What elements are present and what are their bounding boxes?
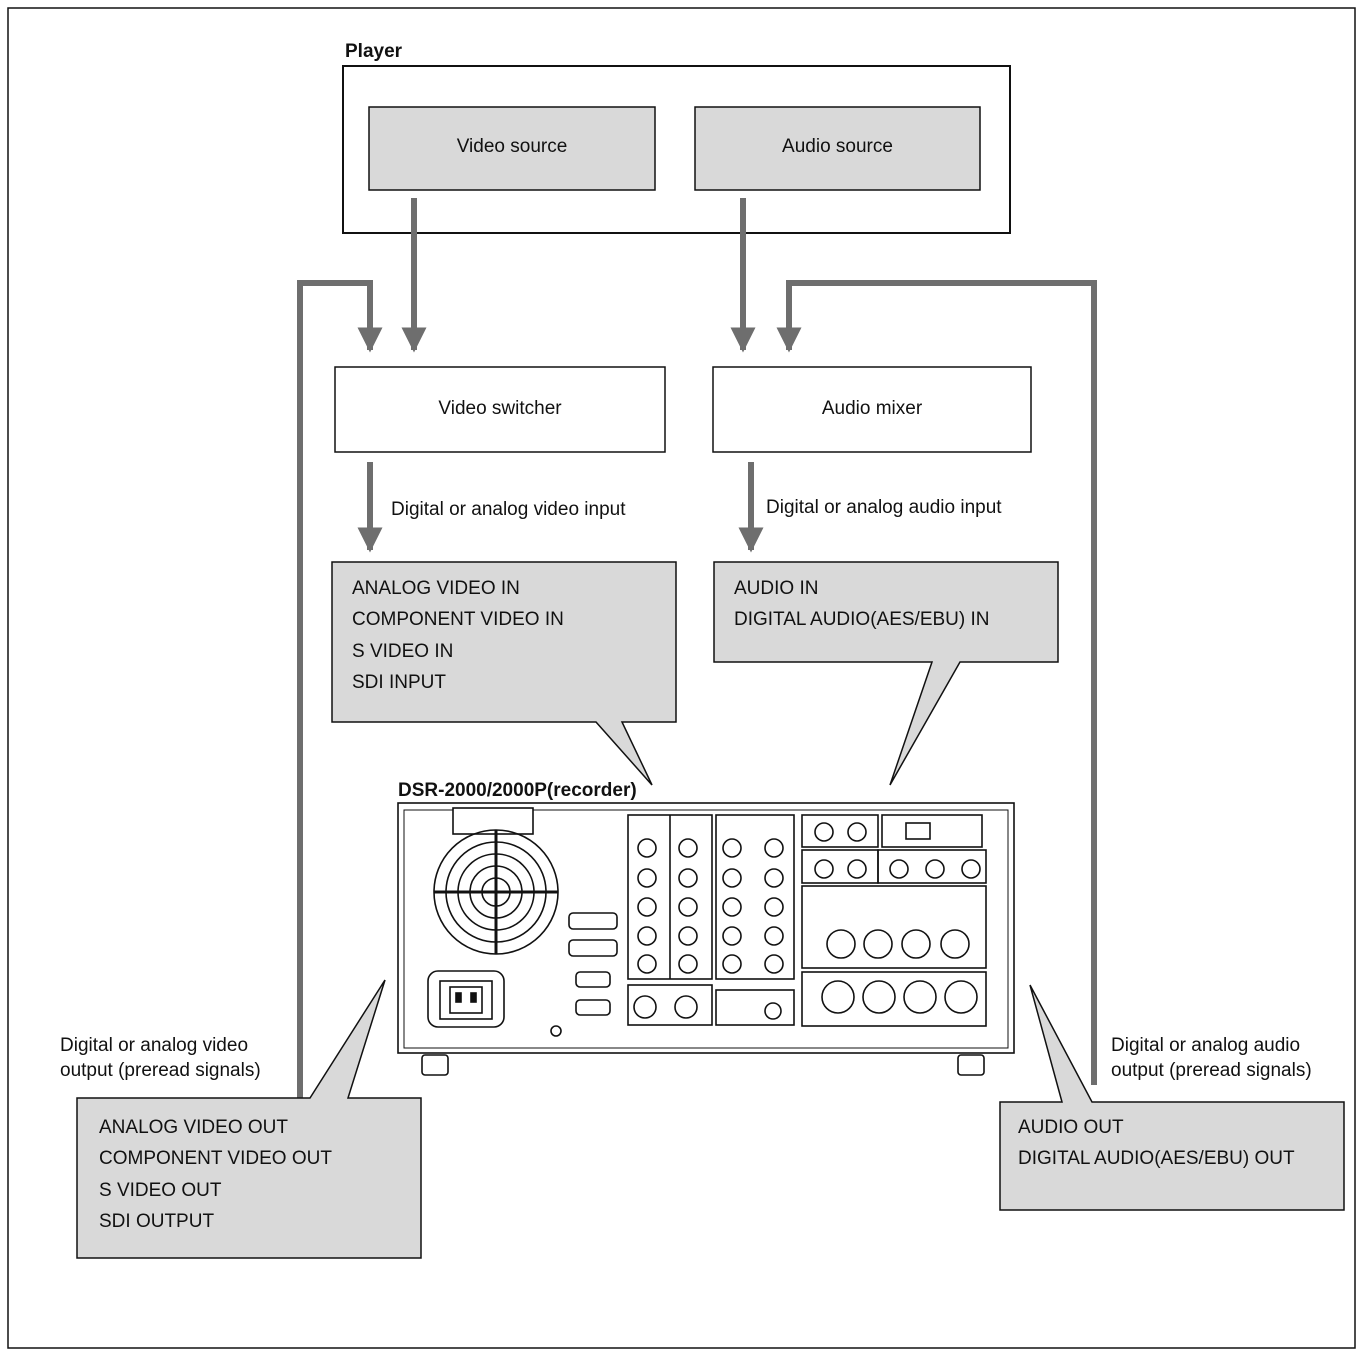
audio-out-callout-box (999, 984, 1345, 1211)
audio-input-label: Digital or analog audio input (766, 497, 1002, 518)
callout-line: S VIDEO IN (352, 640, 454, 662)
callout-line: COMPONENT VIDEO IN (352, 609, 564, 631)
recorder-rear-panel (397, 802, 1015, 1076)
callout-line: SDI INPUT (352, 672, 446, 694)
video-source-box (368, 106, 656, 191)
callout-line: DIGITAL AUDIO(AES/EBU) IN (734, 609, 990, 631)
video-feedback-arrow (297, 280, 383, 1105)
video-out-callout: ANALOG VIDEO OUT COMPONENT VIDEO OUT S V… (99, 1112, 332, 1237)
audio-feedback-arrow (776, 280, 1097, 1085)
audio-in-callout: AUDIO IN DIGITAL AUDIO(AES/EBU) IN (734, 573, 990, 636)
audio-mixer-box (712, 366, 1032, 453)
outer-frame (7, 7, 1356, 1349)
label-line: output (preread signals) (60, 1059, 261, 1081)
video-in-callout-box (331, 561, 677, 786)
player-title: Player (345, 41, 403, 62)
callout-line: AUDIO OUT (1018, 1117, 1124, 1138)
callout-line: DIGITAL AUDIO(AES/EBU) OUT (1018, 1148, 1295, 1170)
video-switcher-box (334, 366, 666, 453)
callout-line: ANALOG VIDEO IN (352, 578, 520, 599)
power-inlet (427, 970, 505, 1028)
video-switcher-label: Video switcher (438, 398, 562, 419)
audio-source-label: Audio source (782, 136, 893, 157)
video-in-callout: ANALOG VIDEO IN COMPONENT VIDEO IN S VID… (352, 573, 564, 698)
callout-line: SDI OUTPUT (99, 1211, 215, 1233)
callout-line: AUDIO IN (734, 578, 819, 599)
recorder-title: DSR-2000/2000P(recorder) (398, 780, 637, 801)
label-line: output (preread signals) (1111, 1059, 1312, 1081)
callout-line: ANALOG VIDEO OUT (99, 1117, 288, 1138)
video-input-label: Digital or analog video input (391, 499, 626, 520)
audio-out-callout: AUDIO OUT DIGITAL AUDIO(AES/EBU) OUT (1018, 1112, 1295, 1175)
audio-source-box (694, 106, 981, 191)
video-source-label: Video source (456, 136, 568, 157)
audio-output-label: Digital or analog audio output (preread … (1111, 1034, 1312, 1083)
audio-in-callout-box (713, 561, 1059, 786)
label-line: Digital or analog video (60, 1035, 249, 1056)
callout-line: S VIDEO OUT (99, 1179, 222, 1201)
label-line: Digital or analog audio (1111, 1035, 1301, 1056)
video-out-callout-box (76, 979, 422, 1259)
callout-line: COMPONENT VIDEO OUT (99, 1148, 332, 1170)
audio-connectors (814, 822, 981, 1014)
video-output-label: Digital or analog video output (preread … (60, 1034, 261, 1083)
bnc-connectors (633, 838, 784, 1020)
audio-mixer-label: Audio mixer (821, 398, 923, 419)
fan-grille (433, 829, 559, 955)
